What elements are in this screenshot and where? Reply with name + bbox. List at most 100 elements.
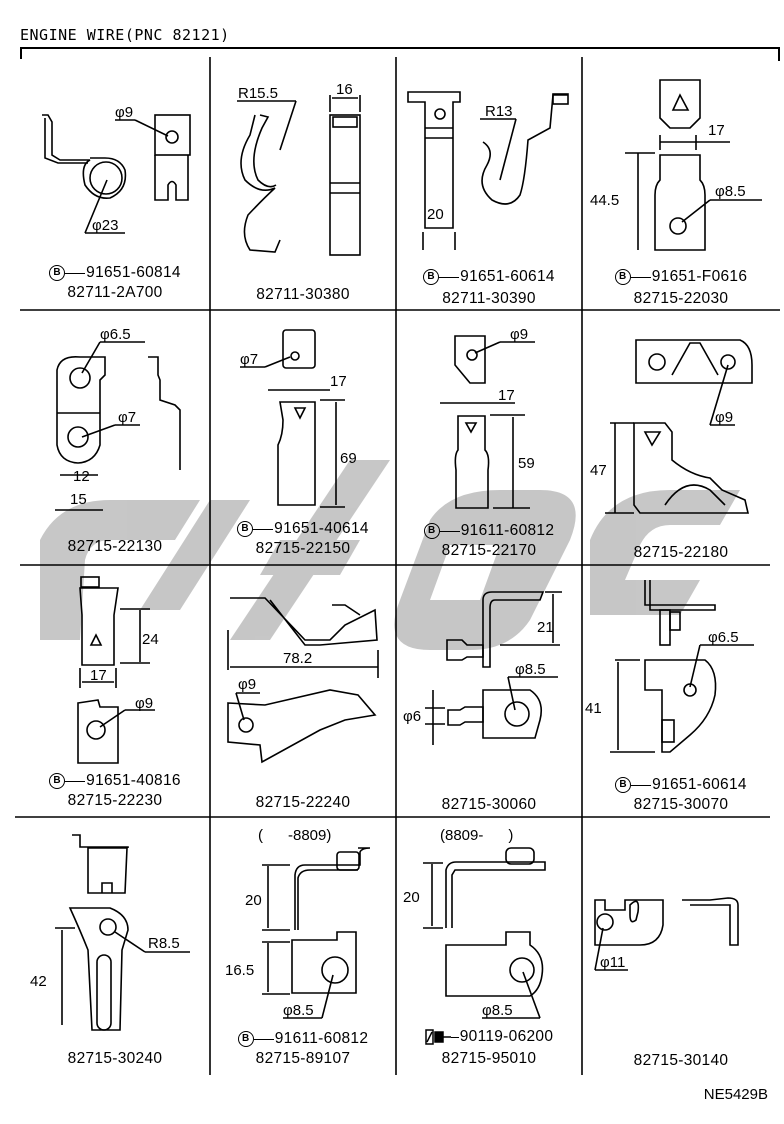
bolt-b-icon: B [49,773,66,789]
drawing-82715-22240: 78.2 φ9 [227,597,379,764]
part-cell-82715-22130[interactable]: 82715-22130 [20,538,210,562]
dim-69: 69 [340,450,357,467]
part-cell-82715-30140[interactable]: 82715-30140 [582,1052,780,1074]
dim-59: 59 [518,455,535,472]
dim-16-5: 16.5 [225,962,254,979]
drawing-82715-95010: (8809- ) 20 φ8.5 [403,827,546,1019]
dim-phi9: φ9 [715,409,733,426]
dim-phi6-5: φ6.5 [708,629,739,646]
dim-15: 15 [70,491,87,508]
bolt-b-icon: B [423,523,440,539]
part-number[interactable]: 82715-22150 [255,540,351,557]
part-cell-82711-30380[interactable]: 82711-30380 [210,262,396,310]
bolt-part-number: 91651-40614 [274,520,369,537]
part-number[interactable]: 82715-95010 [441,1050,537,1067]
dim-phi8-5: φ8.5 [715,183,746,200]
dim-21: 21 [537,619,554,636]
clip-part-number: 90119-06200 [459,1028,554,1045]
part-cell-82715-22170[interactable]: B 91611-60812 82715-22170 [396,520,582,564]
bolt-part-number: 91651-60614 [460,268,555,285]
bolt-callout: B 91651-60614 [582,774,780,794]
part-number[interactable]: 82715-30140 [633,1052,729,1069]
part-number[interactable]: 82711-2A700 [67,284,163,301]
drawing-82715-22130: φ6.5 φ7 12 15 [55,326,181,511]
bolt-part-number: 91611-60812 [460,522,555,539]
part-number[interactable]: 82715-22230 [67,792,163,809]
bolt-part-number: 91651-60614 [652,776,747,793]
part-cell-82715-30060[interactable]: 82715-30060 [396,796,582,818]
part-number[interactable]: 82711-30380 [256,286,350,303]
dim-phi9: φ9 [135,695,153,712]
dim-phi9: φ9 [115,104,133,121]
dim-20: 20 [403,889,420,906]
part-number[interactable]: 82715-89107 [255,1050,351,1067]
clip-callout: 90119-06200 [396,1028,582,1051]
dim-phi11: φ11 [600,954,625,971]
part-cell-82715-22180[interactable]: 82715-22180 [582,544,780,566]
drawing-82715-22170: φ9 17 59 [440,326,535,509]
part-cell-82715-30070[interactable]: B 91651-60614 82715-30070 [582,774,780,818]
bolt-b-icon: B [49,265,66,281]
drawing-82711-30380: R15.5 16 [237,81,361,256]
dim-phi7: φ7 [118,409,136,426]
bolt-b-icon: B [237,1031,254,1047]
dim-phi8-5: φ8.5 [283,1002,314,1019]
drawing-82711-30390: R13 20 [407,91,569,250]
dim-17: 17 [708,122,725,139]
clip-icon [424,1029,451,1045]
dim-phi8-5: φ8.5 [482,1002,513,1019]
dim-phi7: φ7 [240,351,258,368]
dim-r8-5: R8.5 [148,935,180,952]
part-number[interactable]: 82715-30240 [67,1050,163,1067]
part-cell-82715-95010[interactable]: 90119-06200 82715-95010 [396,1028,582,1072]
part-cell-82715-30240[interactable]: 82715-30240 [20,1050,210,1072]
bolt-callout: B 91651-F0616 [582,266,780,286]
part-number[interactable]: 82711-30390 [442,290,536,307]
drawing-82715-30140: φ11 [594,897,739,971]
part-number[interactable]: 82715-30070 [633,796,729,813]
drawing-82715-22180: φ9 47 [590,339,753,514]
diagram-title: ENGINE WIRE(PNC 82121) [20,26,230,44]
drawing-82715-30240: 42 R8.5 [30,834,190,1031]
part-number[interactable]: 82715-22240 [255,794,351,811]
bolt-b-icon: B [615,777,632,793]
bolt-b-icon: B [614,269,631,285]
drawing-82715-22030: 17 44.5 φ8.5 [590,79,762,251]
part-cell-82715-22240[interactable]: 82715-22240 [210,794,396,816]
part-number[interactable]: 82715-22130 [67,538,163,555]
dim-78-2: 78.2 [283,650,312,667]
dim-24: 24 [142,631,159,648]
dim-41: 41 [585,700,602,717]
part-number[interactable]: 82715-22180 [633,544,729,561]
drawing-82715-22230: 24 17 φ9 [77,576,159,764]
dim-r15-5: R15.5 [238,85,278,102]
date-range-note: (8809- ) [440,827,513,844]
dim-phi8-5: φ8.5 [515,661,546,678]
drawing-82715-30070: φ6.5 41 [585,580,754,753]
bolt-part-number: 91651-F0616 [651,268,748,285]
part-number[interactable]: 82715-30060 [441,796,537,813]
dim-42: 42 [30,973,47,990]
dim-phi9: φ9 [238,676,256,693]
dim-17: 17 [90,667,107,684]
part-number[interactable]: 82715-22170 [441,542,537,559]
frame-right-tick [778,47,780,61]
part-cell-82715-22030[interactable]: B 91651-F0616 82715-22030 [582,266,780,314]
part-number[interactable]: 82715-22030 [633,290,729,307]
dim-47: 47 [590,462,607,479]
dim-phi9: φ9 [510,326,528,343]
dim-20: 20 [245,892,262,909]
dim-phi23: φ23 [92,217,118,234]
dim-17: 17 [330,373,347,390]
